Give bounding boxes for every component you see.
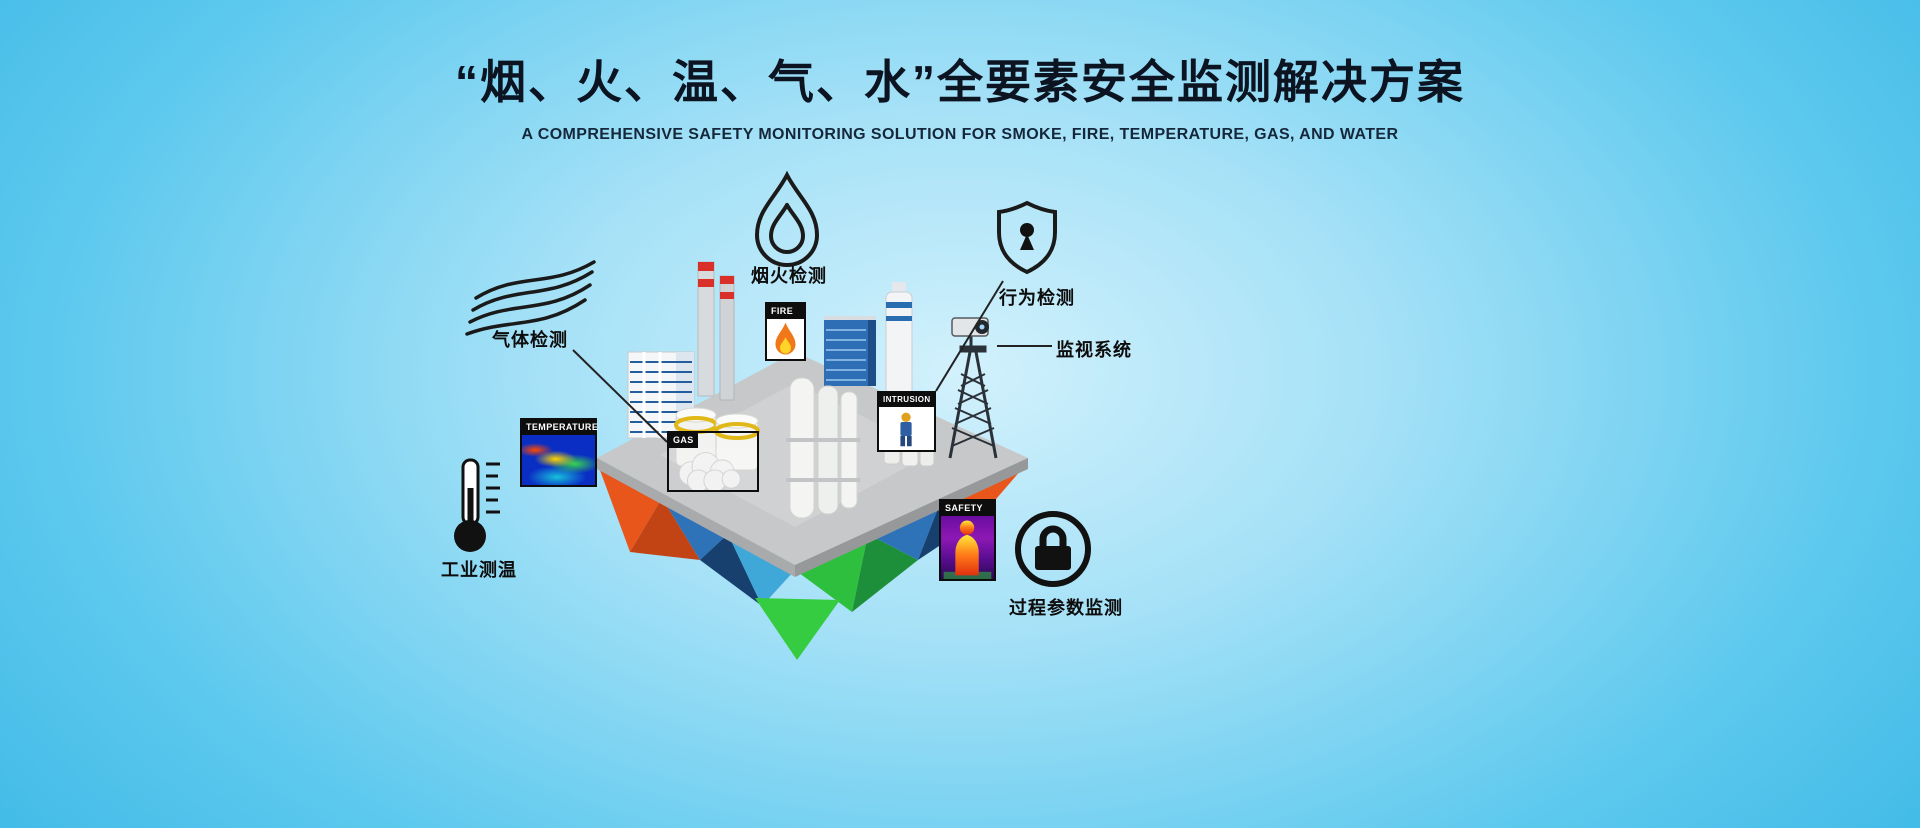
camera-tower <box>948 317 998 459</box>
blue-rack-building <box>824 316 876 386</box>
fire-inset: FIRE <box>765 302 806 361</box>
gas-smoke-icon <box>465 260 596 336</box>
process-parameter-label: 过程参数监测 <box>1009 598 1123 618</box>
thermal-image <box>522 435 595 485</box>
small-flame-icon <box>775 322 796 355</box>
chimney-stacks <box>697 261 735 401</box>
smoke-fire-detection-label: 烟火检测 <box>751 266 827 286</box>
intrusion-inset-label: INTRUSION <box>879 393 934 407</box>
thermal-person-image <box>941 516 994 579</box>
lock-icon <box>1015 511 1091 587</box>
behavior-connector-line <box>935 280 1004 392</box>
page-title: “烟、火、温、气、水”全要素安全监测解决方案 <box>455 56 1465 108</box>
gas-detection-label: 气体检测 <box>492 330 568 350</box>
fire-image <box>767 319 804 359</box>
page-subtitle: A COMPREHENSIVE SAFETY MONITORING SOLUTI… <box>521 126 1399 143</box>
temperature-inset-label: TEMPERATURE <box>522 420 598 435</box>
thermometer-icon <box>454 458 500 552</box>
intrusion-image <box>879 407 934 450</box>
thermal-person-figure <box>943 520 992 579</box>
flame-icon <box>754 170 820 267</box>
camera-icon <box>951 317 989 337</box>
gas-connector-line <box>572 349 668 443</box>
safety-inset-label: SAFETY <box>941 501 994 516</box>
shield-icon <box>997 200 1057 275</box>
surveillance-system-label: 监视系统 <box>1056 340 1132 360</box>
worker-figure <box>900 412 912 447</box>
gas-inset: GAS <box>667 431 759 492</box>
gas-inset-label: GAS <box>669 433 698 448</box>
gas-smoke-image <box>669 448 757 490</box>
fire-inset-label: FIRE <box>767 304 804 319</box>
behavior-detection-label: 行为检测 <box>999 288 1075 308</box>
safety-inset: SAFETY <box>939 499 996 581</box>
temperature-inset: TEMPERATURE <box>520 418 598 487</box>
connector-lines <box>572 280 1052 443</box>
distillation-tower <box>885 282 913 397</box>
smoke-puffs <box>678 452 741 490</box>
intrusion-inset: INTRUSION <box>877 391 936 452</box>
industrial-temperature-label: 工业测温 <box>441 560 517 580</box>
process-columns <box>786 377 860 519</box>
